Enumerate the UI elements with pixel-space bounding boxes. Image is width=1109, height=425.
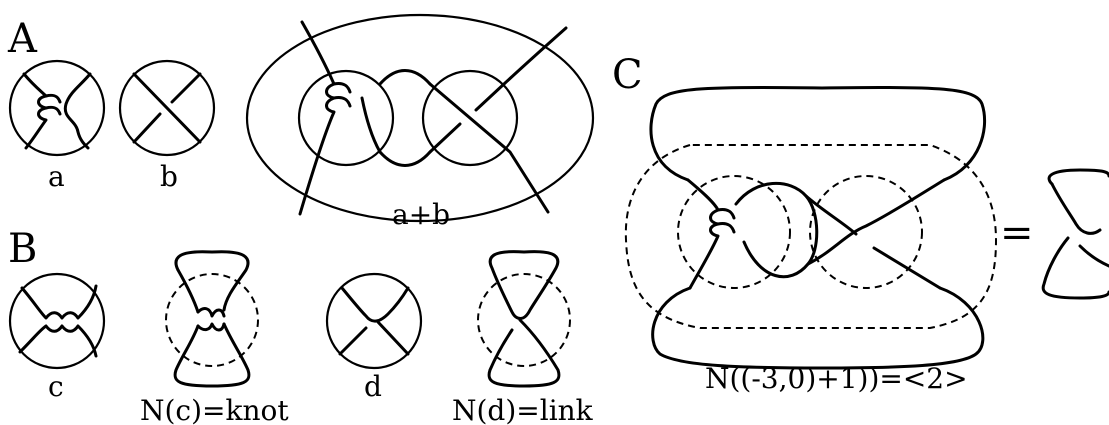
label-nd: N(d)=link	[452, 394, 594, 425]
label-a: a	[48, 160, 65, 193]
tangle-c-diagram	[8, 272, 106, 370]
tangle-a-diagram	[8, 59, 106, 157]
numerator-c-diagram	[165, 250, 259, 388]
result-diagram	[1041, 168, 1109, 300]
panel-b-heading: B	[8, 226, 37, 272]
label-sum: a+b	[392, 198, 450, 231]
panel-c-heading: C	[612, 52, 643, 98]
equals-sign: =	[1000, 210, 1034, 256]
label-c: c	[48, 370, 64, 403]
numerator-d-diagram	[477, 250, 571, 388]
label-nc: N(c)=knot	[140, 394, 289, 425]
tangle-d-diagram	[325, 272, 423, 370]
label-d: d	[364, 370, 382, 403]
panel-a-heading: A	[7, 16, 38, 62]
label-b: b	[160, 160, 178, 193]
tangle-sum-diagram	[245, 13, 595, 223]
numerator-sum-diagram	[624, 85, 998, 370]
panel-c-caption: N((-3,0)+1))=<2>	[705, 362, 968, 395]
tangle-b-diagram	[118, 59, 216, 157]
